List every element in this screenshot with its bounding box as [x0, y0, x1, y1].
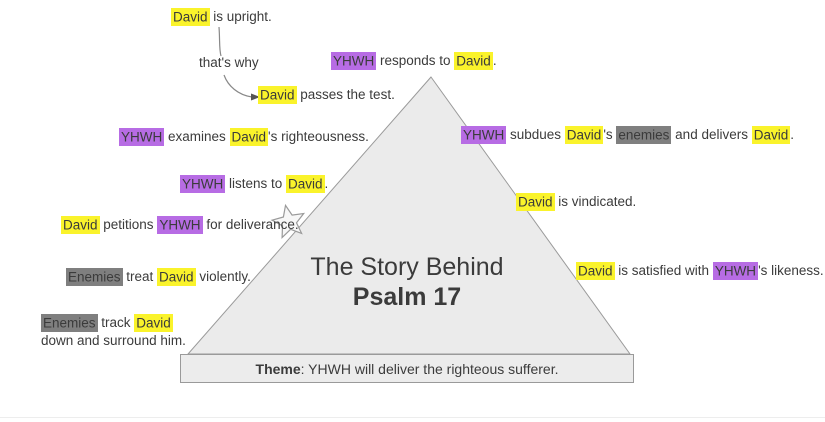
story-label-yhwh-examines-righteousness: YHWH examines David's righteousness. [119, 127, 369, 146]
label-text: 's likeness. [758, 263, 824, 278]
yellow-highlight: David [751, 125, 791, 144]
yellow-highlight: David [286, 174, 325, 193]
gray-highlight: Enemies [41, 313, 98, 332]
label-text: responds to [376, 53, 455, 68]
yellow-highlight: David [134, 313, 173, 332]
yellow-highlight: David [258, 85, 297, 104]
label-text: down and surround him. [41, 333, 186, 348]
page-divider [0, 417, 825, 418]
label-text: 's [603, 127, 617, 142]
label-text: listens to [225, 176, 287, 191]
purple-highlight: YHWH [461, 125, 507, 144]
story-label-enemies-track-surround: Enemies track David down and surround hi… [41, 313, 199, 350]
label-text: is satisfied with [614, 263, 713, 278]
connector-curve-bottom [223, 74, 253, 98]
story-label-david-passes-the-test: David passes the test. [258, 85, 395, 104]
label-text: and delivers [671, 127, 752, 142]
purple-highlight: YHWH [119, 127, 165, 146]
yellow-highlight: David [564, 125, 604, 144]
label-text: subdues [506, 127, 565, 142]
theme-bar-shape [180, 354, 634, 383]
label-text: petitions [99, 217, 158, 232]
label-text: is upright. [209, 9, 272, 24]
purple-highlight: YHWH [331, 51, 377, 70]
connector-curve-top [218, 26, 222, 57]
label-text: violently. [195, 269, 251, 284]
yellow-highlight: David [576, 261, 615, 280]
star-icon [270, 203, 306, 239]
story-label-yhwh-responds: YHWH responds to David. [331, 51, 497, 70]
label-text: . [790, 127, 794, 142]
pyramid-title-line1: The Story Behind [310, 253, 504, 281]
label-text: 's righteousness. [268, 129, 369, 144]
theme-statement: : YHWH will deliver the righteous suffer… [300, 361, 559, 377]
arrowhead-icon [251, 93, 260, 101]
story-label-david-is-upright: David is upright. [171, 7, 272, 26]
yellow-highlight: David [61, 215, 100, 234]
label-text: . [324, 176, 329, 191]
purple-highlight: YHWH [157, 215, 203, 234]
label-text: . [492, 53, 497, 68]
label-text: for deliverance. [202, 217, 299, 232]
yellow-highlight: David [229, 127, 269, 146]
theme-label: Theme [255, 361, 301, 377]
label-text: track [97, 315, 135, 330]
yellow-highlight: David [454, 51, 493, 70]
yellow-highlight: David [516, 192, 555, 211]
label-text: examines [164, 129, 230, 144]
pyramid-title: The Story Behind Psalm 17 [257, 252, 557, 312]
story-label-david-petitions: David petitions YHWH for deliverance. [61, 215, 299, 234]
story-label-yhwh-listens: YHWH listens to David. [180, 174, 329, 193]
yellow-highlight: David [157, 267, 196, 286]
label-text: passes the test. [296, 87, 395, 102]
label-text: is vindicated. [554, 194, 637, 209]
story-label-yhwh-subdues-delivers: YHWH subdues David's enemies and deliver… [461, 125, 794, 144]
purple-highlight: YHWH [712, 261, 759, 280]
label-text: treat [122, 269, 158, 284]
purple-highlight: YHWH [180, 174, 226, 193]
story-label-enemies-treat-violently: Enemies treat David violently. [66, 267, 251, 286]
pyramid-title-line2: Psalm 17 [352, 283, 462, 311]
theme-bar-text: Theme: YHWH will deliver the righteous s… [180, 360, 634, 378]
story-label-david-satisfied: David is satisfied with YHWH's likeness. [576, 261, 824, 280]
gray-highlight: Enemies [66, 267, 123, 286]
connector-note: that's why [199, 55, 259, 70]
gray-highlight: enemies [616, 125, 672, 144]
yellow-highlight: David [171, 7, 210, 26]
story-label-david-vindicated: David is vindicated. [516, 192, 637, 211]
